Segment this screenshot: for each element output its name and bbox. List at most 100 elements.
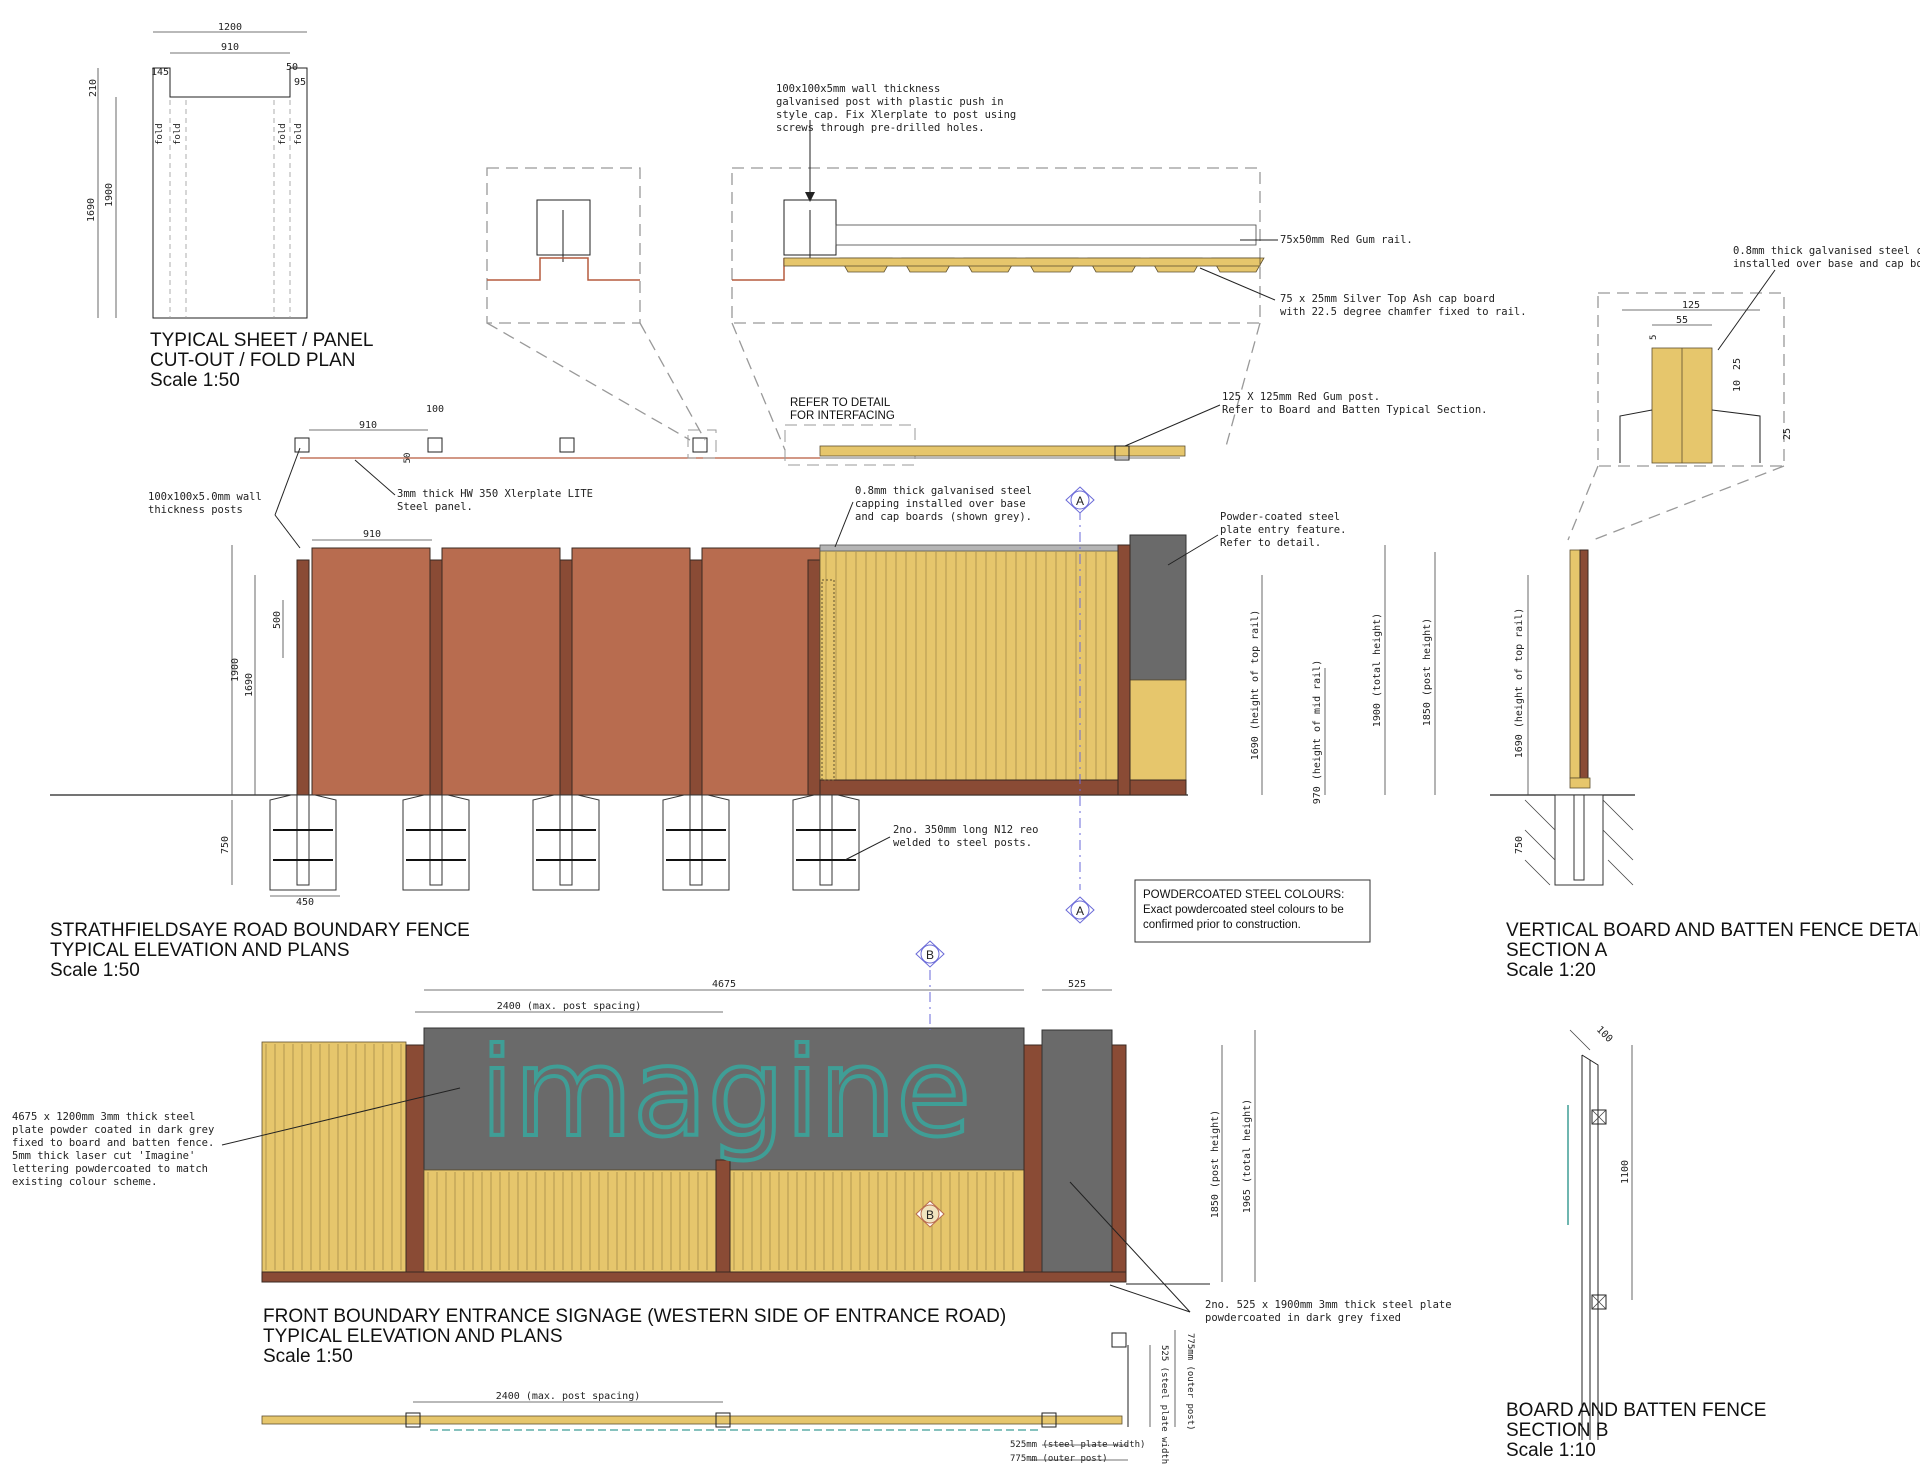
footing-post bbox=[689, 794, 703, 886]
detail-post-note-4: screws through pre-drilled holes. bbox=[776, 122, 985, 134]
height-total: 1900 (total height) bbox=[1372, 613, 1383, 727]
post-footings bbox=[269, 794, 860, 891]
section-b-detail: 100 1100 BOARD AND BATTEN FENCE SECTION … bbox=[1506, 1024, 1766, 1461]
section-b-marker-top: B bbox=[915, 940, 945, 968]
strathfieldsaye-scale: Scale 1:50 bbox=[50, 960, 140, 981]
footing-post bbox=[819, 794, 833, 886]
note-posts-1: 100x100x5.0mm wall bbox=[148, 491, 262, 503]
note-reo-1: 2no. 350mm long N12 reo bbox=[893, 824, 1038, 836]
note-reo-2: welded to steel posts. bbox=[893, 837, 1032, 849]
section-b-marker-mid: B bbox=[915, 1200, 945, 1228]
elev-dim-1900: 1900 bbox=[230, 658, 241, 682]
note-capping-1: 0.8mm thick galvanised steel bbox=[855, 485, 1032, 497]
entrance-plan: 2400 (max. post spacing) 525mm (steel pl… bbox=[261, 1330, 1195, 1464]
section-a-detail: 125 55 5 25 10 25 0.8mm thick galvanised… bbox=[1490, 245, 1920, 981]
secA-capping-1: 0.8mm thick galvanised steel capping bbox=[1733, 245, 1920, 257]
section-a-marker-top: A bbox=[1065, 486, 1095, 514]
note-powder-1: Powder-coated steel bbox=[1220, 511, 1340, 523]
cap-rail bbox=[783, 257, 1261, 267]
detail-cap-note-1: 75 x 25mm Silver Top Ash cap board bbox=[1280, 293, 1495, 305]
secA-dim-25b: 25 bbox=[1782, 428, 1793, 440]
entrance-title-1: FRONT BOUNDARY ENTRANCE SIGNAGE (WESTERN… bbox=[263, 1306, 1006, 1327]
section-a-label: A bbox=[1076, 904, 1084, 918]
note-capping-3: and cap boards (shown grey). bbox=[855, 511, 1032, 523]
dim-1900: 1900 bbox=[104, 183, 115, 207]
colours-note-3: confirmed prior to construction. bbox=[1143, 919, 1301, 931]
height-top-rail: 1690 (height of top rail) bbox=[1250, 610, 1261, 761]
sign-note-3: fixed to board and batten fence. bbox=[12, 1137, 214, 1149]
steel-panel bbox=[571, 547, 691, 796]
plan-dim-100: 100 bbox=[426, 404, 444, 415]
secB-dim-1100: 1100 bbox=[1620, 1160, 1631, 1184]
ent-dim-1965: 1965 (total height) bbox=[1242, 1099, 1253, 1213]
refer-detail-2: FOR INTERFACING bbox=[790, 410, 895, 422]
sign-note-5: lettering powdercoated to match bbox=[12, 1163, 208, 1175]
note-steel-panel-1: 3mm thick HW 350 Xlerplate LITE bbox=[397, 488, 593, 500]
dim-210: 210 bbox=[88, 79, 99, 97]
detail-cap-note-2: with 22.5 degree chamfer fixed to rail. bbox=[1280, 306, 1527, 318]
secA-dim-125: 125 bbox=[1682, 300, 1700, 311]
plan-outer-post: 775mm (outer post) bbox=[1010, 1454, 1108, 1464]
section-a-marker-bottom: A bbox=[1065, 896, 1095, 924]
dim-1200: 1200 bbox=[218, 22, 242, 33]
colours-note-1: POWDERCOATED STEEL COLOURS: bbox=[1143, 889, 1344, 901]
fold-label: fold bbox=[278, 123, 288, 145]
plan-plate-width-v: 525 (steel plate width) bbox=[1159, 1345, 1169, 1464]
sign-note-2: plate powder coated in dark grey bbox=[12, 1124, 214, 1136]
plan-plate-width: 525mm (steel plate width) bbox=[1010, 1440, 1145, 1450]
entrance-scale: Scale 1:50 bbox=[263, 1346, 353, 1367]
section-b-title-2: SECTION B bbox=[1506, 1420, 1608, 1441]
detail-rail-note: 75x50mm Red Gum rail. bbox=[1280, 234, 1413, 246]
note-powder-2: plate entry feature. bbox=[1220, 524, 1346, 536]
section-b-label: B bbox=[926, 1208, 934, 1222]
secA-dim-1690: 1690 (height of top rail) bbox=[1514, 608, 1525, 759]
note-posts-2: thickness posts bbox=[148, 504, 243, 516]
secA-capping-2: installed over base and cap boards. bbox=[1733, 258, 1920, 270]
steel-post bbox=[296, 559, 310, 796]
dim-145: 145 bbox=[151, 67, 169, 78]
fold-label: fold bbox=[294, 123, 304, 145]
section-a-scale: Scale 1:20 bbox=[1506, 960, 1596, 981]
secA-dim-25: 25 bbox=[1732, 358, 1743, 370]
sheet-plan-title-1: TYPICAL SHEET / PANEL bbox=[150, 330, 374, 351]
steel-panel bbox=[441, 547, 561, 796]
ent-dim-4675: 4675 bbox=[712, 979, 736, 990]
section-b-title-1: BOARD AND BATTEN FENCE bbox=[1506, 1400, 1766, 1421]
secB-dim-100: 100 bbox=[1594, 1024, 1615, 1045]
steel-post bbox=[689, 559, 703, 796]
fold-label: fold bbox=[155, 123, 165, 145]
ent-dim-spacing: 2400 (max. post spacing) bbox=[497, 1001, 642, 1012]
plan-dim-50: 50 bbox=[403, 453, 413, 464]
secA-dim-750: 750 bbox=[1514, 836, 1525, 854]
ent-dim-525: 525 bbox=[1068, 979, 1086, 990]
steel-panel bbox=[311, 547, 431, 796]
section-b-label: B bbox=[926, 948, 934, 962]
timber-battens bbox=[825, 552, 1185, 780]
note-red-gum-2: Refer to Board and Batten Typical Sectio… bbox=[1222, 404, 1488, 416]
plan-dim-910: 910 bbox=[359, 420, 377, 431]
sheet-plan-title-2: CUT-OUT / FOLD PLAN bbox=[150, 350, 356, 371]
plates-note-1: 2no. 525 x 1900mm 3mm thick steel plate bbox=[1205, 1299, 1452, 1311]
section-a-title-1: VERTICAL BOARD AND BATTEN FENCE DETAIL bbox=[1506, 920, 1920, 941]
dim-50: 50 bbox=[286, 62, 298, 73]
elev-dim-750: 750 bbox=[220, 836, 231, 854]
elev-dim-1690: 1690 bbox=[244, 673, 255, 697]
note-red-gum-1: 125 X 125mm Red Gum post. bbox=[1222, 391, 1380, 403]
refer-detail-1: REFER TO DETAIL bbox=[790, 397, 891, 409]
section-b-scale: Scale 1:10 bbox=[1506, 1440, 1596, 1461]
elev-dim-500: 500 bbox=[272, 611, 283, 629]
steel-post bbox=[559, 559, 573, 796]
sheet-fold-plan: 1200 910 145 50 95 210 1690 1900 fold fo… bbox=[86, 22, 374, 391]
strathfieldsaye-title-2: TYPICAL ELEVATION AND PLANS bbox=[50, 940, 350, 961]
detail-post-note-2: galvanised post with plastic push in bbox=[776, 96, 1004, 108]
dim-910: 910 bbox=[221, 42, 239, 53]
dim-1690: 1690 bbox=[86, 198, 97, 222]
elev-dim-450: 450 bbox=[296, 897, 314, 908]
footing-post bbox=[559, 794, 573, 886]
fence-plan: 910 100 50 100x100x5.0mm wall thickness … bbox=[148, 391, 1488, 549]
note-powder-3: Refer to detail. bbox=[1220, 537, 1321, 549]
secA-dim-5: 5 bbox=[1649, 335, 1659, 340]
cap-board-profile bbox=[783, 257, 1265, 273]
height-post: 1850 (post height) bbox=[1422, 618, 1433, 726]
steel-post bbox=[807, 559, 821, 796]
